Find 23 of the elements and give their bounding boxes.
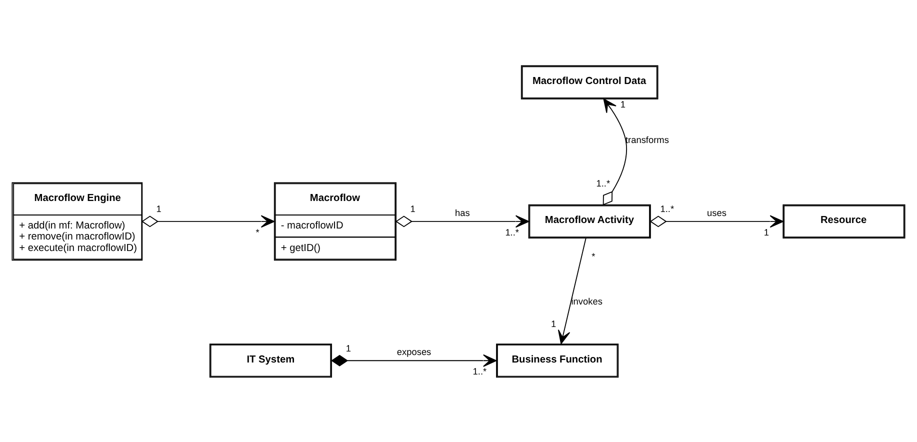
arrow (602, 98, 627, 205)
label: * (592, 250, 596, 261)
label: 1 (156, 204, 162, 214)
arrow (395, 214, 530, 228)
label: 1..* (505, 226, 520, 237)
edge-label: uses (707, 207, 727, 218)
label: 1..* (660, 204, 674, 214)
arrow (650, 214, 784, 228)
label: 1 (620, 99, 626, 110)
label: 1 (764, 226, 770, 237)
edge-label: exposes (396, 346, 432, 357)
edge-label: invokes (571, 296, 602, 306)
arrow (558, 237, 586, 344)
label: 1 (551, 318, 556, 329)
label: 1 (346, 342, 352, 353)
edge-label: has (454, 207, 470, 218)
label: 1 (410, 204, 416, 214)
label: 1..* (596, 178, 610, 188)
arrow (141, 214, 275, 228)
edge-label: transforms (625, 134, 669, 145)
label: * (256, 226, 260, 237)
arrow (331, 354, 497, 366)
label: 1..* (472, 366, 487, 376)
